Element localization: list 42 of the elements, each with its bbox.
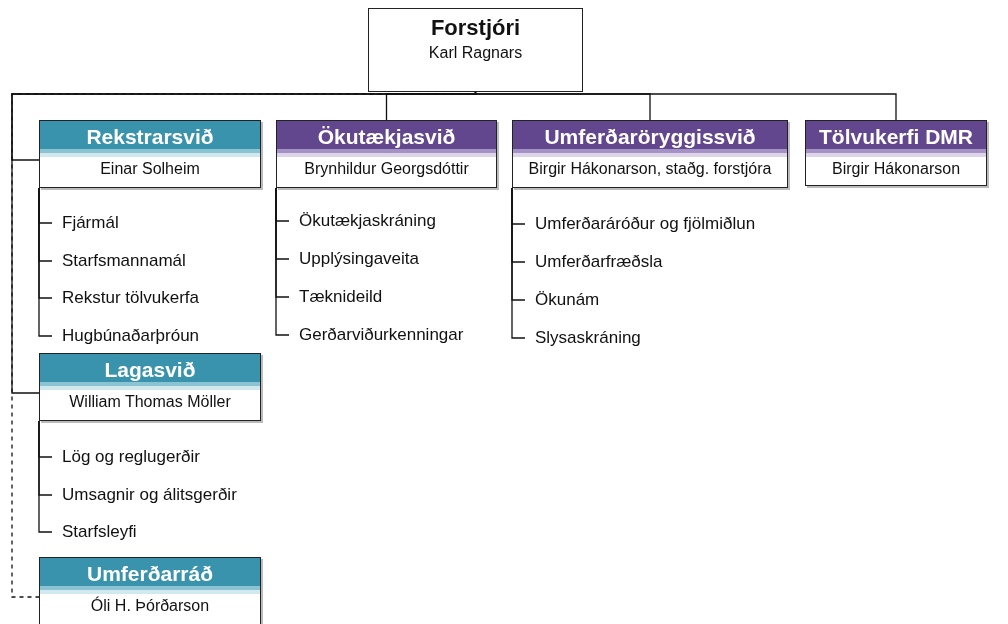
unit-label: Fjármál bbox=[62, 213, 119, 232]
division-header: Umferðaröryggissvið bbox=[513, 121, 787, 157]
person-name: Einar Solheim bbox=[99, 159, 201, 179]
division-header: Tölvukerfi DMR bbox=[806, 121, 986, 157]
org-box bbox=[512, 120, 788, 188]
unit-label: Gerðarviðurkenningar bbox=[299, 325, 464, 344]
unit-label: Umferðaráróður og fjölmiðlun bbox=[535, 214, 756, 233]
connector-line bbox=[474, 91, 897, 121]
person-name: Óli H. Þórðarson bbox=[89, 595, 211, 616]
connector-line bbox=[511, 187, 526, 339]
connector-line bbox=[38, 187, 53, 337]
org-box bbox=[368, 8, 583, 92]
connector-line bbox=[11, 91, 477, 394]
person-name: Birgir Hákonarson bbox=[830, 159, 962, 179]
org-box bbox=[805, 120, 987, 186]
unit-label: Hugbúnaðarþróun bbox=[62, 326, 200, 345]
person-name: Birgir Hákonarson, staðg. forstjóra bbox=[527, 159, 773, 179]
division-header: Rekstrarsvið bbox=[40, 121, 260, 157]
unit-label: Tæknideild bbox=[299, 287, 383, 306]
division-header: Umferðarráð bbox=[40, 558, 260, 594]
unit-label: Starfsmannamál bbox=[62, 251, 186, 270]
org-box bbox=[39, 557, 261, 624]
division-header: Ökutækjasvið bbox=[277, 121, 496, 157]
unit-label: Starfsleyfi bbox=[62, 522, 137, 541]
unit-label: Umferðarfræðsla bbox=[535, 252, 663, 271]
division-header: Lagasvið bbox=[40, 354, 260, 390]
org-box bbox=[39, 120, 261, 188]
unit-label: Lög og reglugerðir bbox=[62, 447, 200, 466]
unit-label: Ökutækjaskráning bbox=[299, 211, 436, 230]
unit-label: Umsagnir og álitsgerðir bbox=[62, 485, 237, 504]
title-text: Forstjóri bbox=[429, 14, 522, 41]
person-name: William Thomas Möller bbox=[68, 392, 232, 412]
unit-label: Rekstur tölvukerfa bbox=[62, 288, 199, 307]
connector-line bbox=[38, 420, 53, 533]
person-name: Karl Ragnars bbox=[427, 43, 524, 63]
person-name: Brynhildur Georgsdóttir bbox=[303, 159, 470, 179]
unit-label: Slysaskráning bbox=[535, 328, 641, 347]
unit-label: Ökunám bbox=[535, 290, 600, 309]
unit-label: Upplýsingaveita bbox=[299, 249, 419, 268]
org-box bbox=[39, 353, 261, 421]
org-box bbox=[276, 120, 497, 188]
connector-line bbox=[275, 187, 290, 336]
